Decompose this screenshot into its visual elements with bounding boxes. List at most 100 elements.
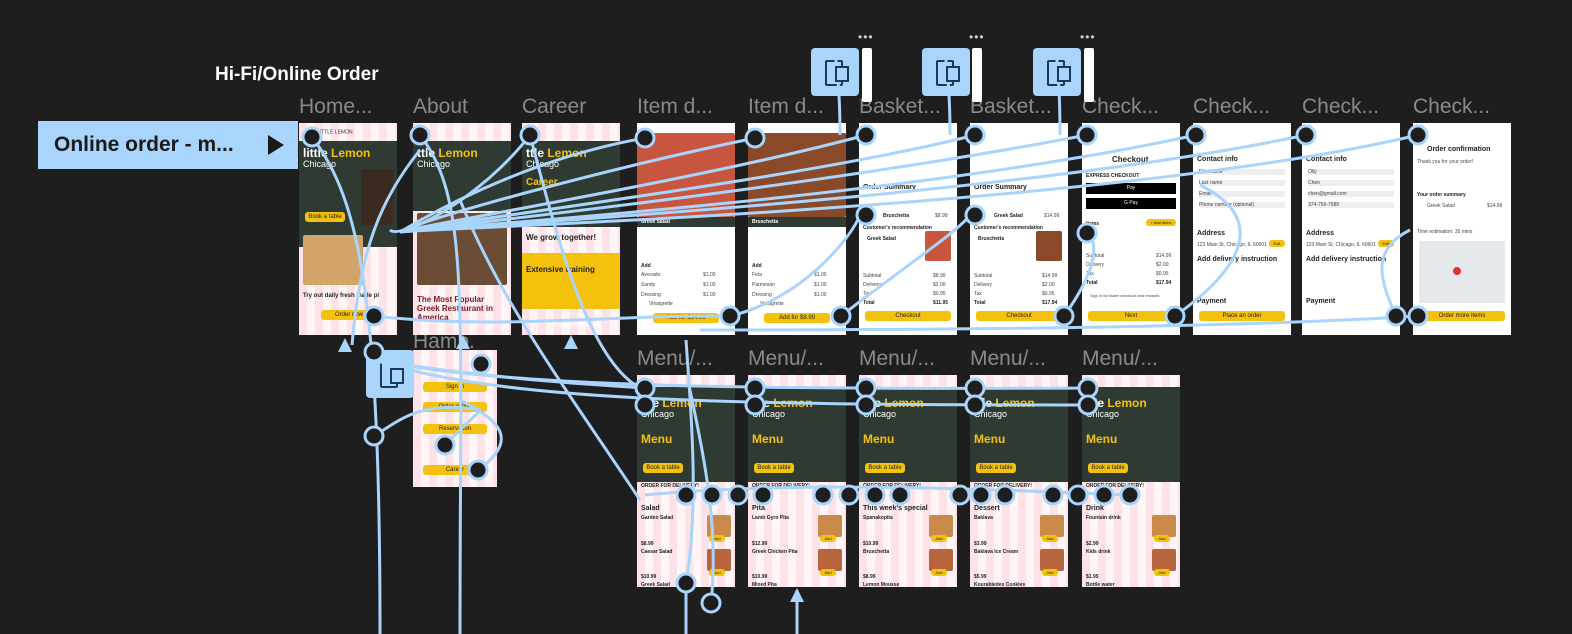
frame-label-checkout-1[interactable]: Check... (1082, 95, 1160, 118)
add-button[interactable]: Add (709, 535, 725, 542)
edit-address-button[interactable]: Edit (1269, 240, 1285, 247)
menu-item-name[interactable]: Lamb Gyro Pita (752, 515, 789, 521)
book-table-button[interactable]: Book a table (1088, 463, 1128, 473)
frame-label-menu-dessert[interactable]: Menu/... (970, 347, 1046, 370)
add-button[interactable]: Add (1042, 535, 1058, 542)
frame-label-basket-1[interactable]: Basket... (859, 95, 941, 118)
order-more-button[interactable]: Order more items (1419, 311, 1505, 321)
book-table-button[interactable]: Book a table (305, 212, 345, 222)
option-row[interactable]: Vinaigrette (649, 301, 673, 307)
checkout-button[interactable]: Checkout (865, 311, 951, 321)
phone-field[interactable]: 374-756-7685 (1308, 202, 1394, 208)
email-field[interactable]: Email (1199, 191, 1285, 197)
menu-item-career[interactable]: Career (423, 465, 487, 475)
frame-label-basket-2[interactable]: Basket... (970, 95, 1052, 118)
add-button[interactable]: Add (820, 569, 836, 576)
frame-label-checkout-2[interactable]: Check... (1193, 95, 1271, 118)
hero-city: Chicago (1086, 409, 1120, 419)
add-items-button[interactable]: + Add items (1146, 219, 1176, 226)
book-table-button[interactable]: Book a table (865, 463, 905, 473)
frame-home[interactable]: LITTLE LEMON little Lemon Chicago Book a… (299, 123, 397, 335)
frame-label-checkout-4[interactable]: Check... (1413, 95, 1491, 118)
frame-label-menu-salad[interactable]: Menu/... (637, 347, 713, 370)
frame-label-career[interactable]: Career (522, 95, 587, 118)
frame-label-menu-special[interactable]: Menu/... (859, 347, 935, 370)
next-button[interactable]: Next (1088, 311, 1174, 321)
menu-item-name[interactable]: Lemon Mousse (863, 582, 900, 587)
option-row[interactable]: Avocado (641, 272, 661, 278)
menu-item-name[interactable]: Kourabiedes Cookies (974, 582, 1026, 587)
menu-item-name[interactable]: Bottle water (1086, 582, 1115, 587)
book-table-button[interactable]: Book a table (754, 463, 794, 473)
order-now-button[interactable]: Order now (321, 310, 377, 320)
menu-item-name[interactable]: Mixed Pita (752, 582, 777, 587)
component-instance-icon[interactable] (1033, 48, 1081, 96)
menu-item-reservation[interactable]: Reservation (423, 424, 487, 434)
add-to-basket-button[interactable]: Add for $8.99 (764, 313, 830, 323)
menu-item-name[interactable]: Fountain drink (1086, 515, 1121, 521)
signin-prompt[interactable]: Sign in for faster checkout and rewards (1090, 293, 1160, 298)
option-row[interactable]: Vinaigrette (760, 301, 784, 307)
option-row[interactable]: Parmesan (752, 282, 775, 288)
frame-label-item-detail-1[interactable]: Item d... (637, 95, 713, 118)
apple-pay-button[interactable]: Pay (1086, 183, 1176, 194)
last-name-field[interactable]: Last name (1199, 180, 1285, 186)
overflow-scroll-bar[interactable] (972, 48, 982, 102)
add-button[interactable]: Add (1154, 535, 1170, 542)
frame-basket-greek-salad[interactable]: Order Summary Greek Salad $14.99 Custome… (970, 123, 1068, 335)
play-icon[interactable] (268, 135, 284, 155)
checkout-button[interactable]: Checkout (976, 311, 1062, 321)
add-button[interactable]: Add (709, 569, 725, 576)
frame-label-menu-drink[interactable]: Menu/... (1082, 347, 1158, 370)
frame-label-checkout-3[interactable]: Check... (1302, 95, 1380, 118)
menu-item-name[interactable]: Bruschetta (863, 549, 890, 555)
edit-address-button[interactable]: Edit (1378, 240, 1394, 247)
option-row[interactable]: Dressing (641, 292, 661, 298)
overflow-scroll-bar[interactable] (862, 48, 872, 102)
add-button[interactable]: Add (1154, 569, 1170, 576)
menu-item-name[interactable]: Garden Salad (641, 515, 674, 521)
add-button[interactable]: Add (931, 569, 947, 576)
menu-item-name[interactable]: Greek Chicken Pita (752, 549, 798, 555)
menu-item-name[interactable]: Greek Salad (641, 582, 670, 587)
add-button[interactable]: Add (931, 535, 947, 542)
add-to-basket-button[interactable]: Add for $14.99 (653, 313, 719, 323)
first-name-field[interactable]: Olly (1308, 169, 1394, 175)
google-pay-button[interactable]: G Pay (1086, 198, 1176, 209)
more-options-icon[interactable]: ••• (858, 30, 874, 44)
frame-label-home[interactable]: Home... (299, 95, 373, 118)
more-options-icon[interactable]: ••• (969, 30, 985, 44)
more-options-icon[interactable]: ••• (1080, 30, 1096, 44)
overflow-scroll-bar[interactable] (1084, 48, 1094, 102)
option-row[interactable]: Sandy (641, 282, 656, 288)
add-button[interactable]: Add (820, 535, 836, 542)
add-button[interactable]: Add (1042, 569, 1058, 576)
option-row[interactable]: Feta (752, 272, 763, 278)
flow-starting-point[interactable]: Online order - m... (38, 121, 298, 169)
place-order-button[interactable]: Place an order (1199, 311, 1285, 321)
frame-label-item-detail-2[interactable]: Item d... (748, 95, 824, 118)
menu-item-name[interactable]: Baklava (974, 515, 993, 521)
menu-item-signin[interactable]: Sign in (423, 382, 487, 392)
frame-label-menu-pita[interactable]: Menu/... (748, 347, 824, 370)
frame-order-confirmation[interactable]: Order confirmation Thank you for your or… (1413, 123, 1511, 335)
book-table-button[interactable]: Book a table (643, 463, 683, 473)
last-name-field[interactable]: Chen (1308, 180, 1394, 186)
email-field[interactable]: chen@gmail.com (1308, 191, 1394, 197)
frame-label-about[interactable]: About (413, 95, 468, 118)
frame-checkout-filled[interactable]: Contact info Olly Chen chen@gmail.com 37… (1302, 123, 1400, 335)
book-table-button[interactable]: Book a table (976, 463, 1016, 473)
option-row[interactable]: Dressing (752, 292, 772, 298)
menu-item-name[interactable]: Caesar Salad (641, 549, 673, 555)
component-instance-icon[interactable] (811, 48, 859, 96)
menu-item-name[interactable]: Baklava Ice Cream (974, 549, 1019, 555)
menu-item-name[interactable]: Kids drink (1086, 549, 1111, 555)
frame-checkout-start[interactable]: Checkout EXPRESS CHECKOUT Pay G Pay Item… (1082, 123, 1180, 335)
menu-item-name[interactable]: Spanakopita (863, 515, 893, 521)
frame-item-detail-greek-salad[interactable]: Greek Salad Add Avocado $1.00 Sandy $1.0… (637, 123, 735, 335)
